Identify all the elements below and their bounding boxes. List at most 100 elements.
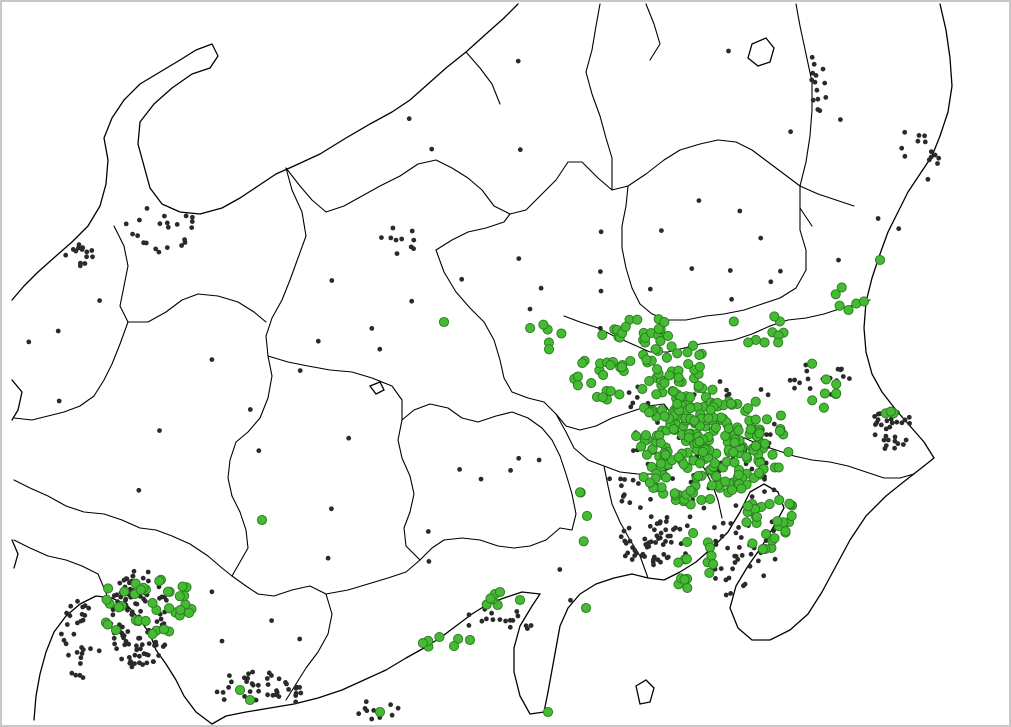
inactive-station-marker-311[interactable] xyxy=(130,231,136,237)
active-station-marker-260[interactable] xyxy=(682,347,693,358)
inactive-station-marker-422[interactable] xyxy=(516,256,522,261)
inactive-station-marker-164[interactable] xyxy=(264,676,270,681)
inactive-station-marker-67[interactable] xyxy=(125,607,130,613)
active-station-marker-153[interactable] xyxy=(711,471,722,482)
inactive-station-marker-172[interactable] xyxy=(227,673,232,678)
inactive-station-marker-231[interactable] xyxy=(742,581,748,587)
inactive-station-marker-117[interactable] xyxy=(129,612,135,617)
active-station-marker-452[interactable] xyxy=(885,406,896,417)
inactive-station-marker-471[interactable] xyxy=(297,368,303,373)
inactive-station-marker-317[interactable] xyxy=(137,217,142,223)
inactive-station-marker-373[interactable] xyxy=(928,149,934,155)
inactive-station-marker-282[interactable] xyxy=(884,418,890,424)
inactive-station-marker-453[interactable] xyxy=(538,285,544,291)
inactive-station-marker-559[interactable] xyxy=(643,542,649,547)
inactive-station-marker-253[interactable] xyxy=(723,592,729,598)
inactive-station-marker-572[interactable] xyxy=(658,559,663,565)
active-station-marker-279[interactable] xyxy=(728,447,739,458)
inactive-station-marker-433[interactable] xyxy=(726,48,731,54)
inactive-station-marker-442[interactable] xyxy=(516,455,522,461)
inactive-station-marker-468[interactable] xyxy=(329,278,335,283)
inactive-station-marker-115[interactable] xyxy=(128,659,134,664)
active-station-marker-277[interactable] xyxy=(767,449,778,460)
inactive-station-marker-374[interactable] xyxy=(915,138,921,144)
inactive-station-marker-366[interactable] xyxy=(820,66,826,72)
inactive-station-marker-566[interactable] xyxy=(771,421,777,427)
active-station-marker-385[interactable] xyxy=(818,402,829,413)
inactive-station-marker-222[interactable] xyxy=(642,554,647,559)
inactive-station-marker-423[interactable] xyxy=(598,229,604,235)
active-station-marker-392[interactable] xyxy=(807,395,818,406)
active-station-marker-330[interactable] xyxy=(598,369,609,381)
inactive-station-marker-32[interactable] xyxy=(134,643,139,649)
inactive-station-marker-200[interactable] xyxy=(652,527,657,533)
inactive-station-marker-458[interactable] xyxy=(727,268,733,273)
active-station-marker-402[interactable] xyxy=(102,619,113,630)
inactive-station-marker-377[interactable] xyxy=(922,139,928,145)
inactive-station-marker-367[interactable] xyxy=(809,54,815,60)
inactive-station-marker-363[interactable] xyxy=(811,61,817,67)
inactive-station-marker-267[interactable] xyxy=(872,414,877,419)
active-station-marker-312[interactable] xyxy=(769,533,780,544)
inactive-station-marker-454[interactable] xyxy=(527,306,533,312)
inactive-station-marker-16[interactable] xyxy=(146,641,152,646)
active-station-marker-414[interactable] xyxy=(135,584,146,595)
active-station-marker-374[interactable] xyxy=(659,317,670,328)
active-station-marker-238[interactable] xyxy=(666,341,677,352)
inactive-station-marker-57[interactable] xyxy=(154,619,160,624)
active-station-marker-435[interactable] xyxy=(448,641,460,652)
active-station-marker-467[interactable] xyxy=(374,706,386,718)
inactive-station-marker-424[interactable] xyxy=(659,228,664,234)
inactive-station-marker-152[interactable] xyxy=(226,685,232,690)
active-station-marker-92[interactable] xyxy=(638,471,649,483)
active-station-marker-231[interactable] xyxy=(625,355,636,367)
inactive-station-marker-236[interactable] xyxy=(737,545,742,550)
active-station-marker-157[interactable] xyxy=(660,449,671,460)
active-station-marker-460[interactable] xyxy=(543,344,555,355)
inactive-station-marker-147[interactable] xyxy=(78,655,84,661)
inactive-station-marker-533[interactable] xyxy=(726,391,732,397)
inactive-station-marker-486[interactable] xyxy=(749,466,755,472)
inactive-station-marker-58[interactable] xyxy=(130,573,136,579)
inactive-station-marker-197[interactable] xyxy=(653,540,658,545)
inactive-station-marker-173[interactable] xyxy=(266,670,272,676)
inactive-station-marker-268[interactable] xyxy=(901,442,906,447)
inactive-station-marker-171[interactable] xyxy=(284,681,289,687)
active-station-marker-64[interactable] xyxy=(631,431,642,442)
inactive-station-marker-346[interactable] xyxy=(409,228,415,234)
inactive-station-marker-438[interactable] xyxy=(836,257,841,263)
inactive-station-marker-66[interactable] xyxy=(133,601,138,606)
inactive-station-marker-141[interactable] xyxy=(67,613,73,619)
inactive-station-marker-104[interactable] xyxy=(123,596,129,602)
inactive-station-marker-254[interactable] xyxy=(713,538,718,544)
inactive-station-marker-435[interactable] xyxy=(838,117,843,122)
inactive-station-marker-523[interactable] xyxy=(622,553,628,559)
active-station-marker-409[interactable] xyxy=(101,594,112,605)
inactive-station-marker-340[interactable] xyxy=(84,254,89,260)
active-station-marker-166[interactable] xyxy=(693,470,704,482)
inactive-station-marker-512[interactable] xyxy=(719,533,725,539)
inactive-station-marker-122[interactable] xyxy=(59,631,64,637)
active-station-marker-337[interactable] xyxy=(577,357,588,369)
active-station-marker-384[interactable] xyxy=(743,337,754,348)
inactive-station-marker-466[interactable] xyxy=(55,328,61,334)
inactive-station-marker-331[interactable] xyxy=(123,221,129,227)
inactive-station-marker-449[interactable] xyxy=(219,638,225,644)
inactive-station-marker-307[interactable] xyxy=(792,385,797,391)
active-station-marker-22[interactable] xyxy=(636,441,647,452)
inactive-station-marker-92[interactable] xyxy=(132,652,138,658)
inactive-station-marker-461[interactable] xyxy=(557,567,563,572)
active-station-marker-357[interactable] xyxy=(682,536,693,547)
inactive-station-marker-360[interactable] xyxy=(809,77,815,83)
inactive-station-marker-143[interactable] xyxy=(64,622,70,627)
inactive-station-marker-322[interactable] xyxy=(144,206,150,211)
inactive-station-marker-369[interactable] xyxy=(823,95,829,100)
inactive-station-marker-514[interactable] xyxy=(636,481,641,486)
inactive-station-marker-460[interactable] xyxy=(729,296,734,302)
inactive-station-marker-444[interactable] xyxy=(425,529,431,534)
inactive-station-marker-323[interactable] xyxy=(182,240,188,245)
inactive-station-marker-398[interactable] xyxy=(507,624,513,630)
inactive-station-marker-15[interactable] xyxy=(142,598,148,604)
inactive-station-marker-407[interactable] xyxy=(362,706,368,711)
active-station-marker-411[interactable] xyxy=(158,624,170,635)
